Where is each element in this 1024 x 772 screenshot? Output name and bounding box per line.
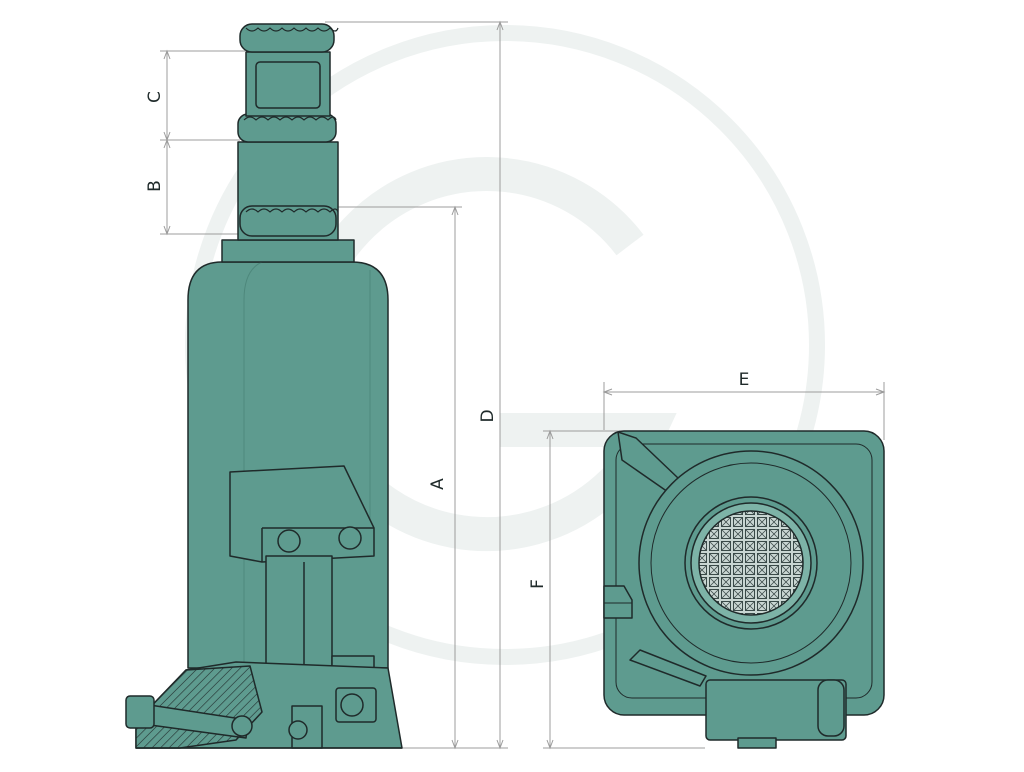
label-a: A — [428, 478, 448, 490]
ram-knurl-ring — [239, 205, 337, 237]
top-view — [603, 430, 885, 749]
dim-d-arrow-top — [496, 20, 504, 31]
left-clip — [603, 585, 633, 619]
dim-c-arrow-top — [163, 49, 171, 60]
base-plug — [288, 720, 308, 740]
label-e: E — [739, 370, 750, 390]
dim-e-arrow-right — [875, 388, 886, 396]
dim-a-arrow-top — [451, 205, 459, 216]
dimension-labels: C B D A E F — [145, 91, 749, 589]
release-lever-top — [629, 649, 707, 687]
cylinder-shading-line — [243, 261, 263, 668]
ram-knurl-teeth — [245, 208, 339, 213]
extension-lower-teeth — [243, 116, 337, 121]
valve-knob — [817, 679, 845, 737]
pump-pivot-pin-left — [277, 529, 301, 553]
dimension-lines — [160, 20, 886, 750]
top-saddle — [239, 23, 335, 53]
pump-pivot-pin-right — [338, 526, 362, 550]
saddle-pad — [699, 511, 803, 615]
dim-f-arrow-bottom — [546, 739, 554, 750]
release-screw-ball — [231, 715, 253, 737]
extension-screw-window — [255, 61, 321, 109]
dim-f-arrow-top — [546, 429, 554, 440]
release-screw-head — [125, 695, 155, 729]
saddle-serration — [245, 27, 339, 32]
pump-housing — [229, 465, 375, 563]
dim-e-arrow-left — [602, 388, 613, 396]
side-view — [125, 23, 403, 749]
saddle-pad-edge — [698, 510, 804, 616]
cylinder-inner-ring — [650, 462, 852, 664]
release-valve-knob — [340, 693, 364, 717]
top-collar — [221, 239, 355, 263]
label-f: F — [528, 579, 548, 589]
label-c: C — [145, 91, 165, 103]
label-d: D — [478, 409, 498, 422]
pump-link — [265, 555, 333, 667]
dim-b-arrow-top — [163, 138, 171, 149]
valve-stem — [737, 737, 777, 749]
label-b: B — [145, 180, 165, 192]
dim-a-arrow-bottom — [451, 739, 459, 750]
